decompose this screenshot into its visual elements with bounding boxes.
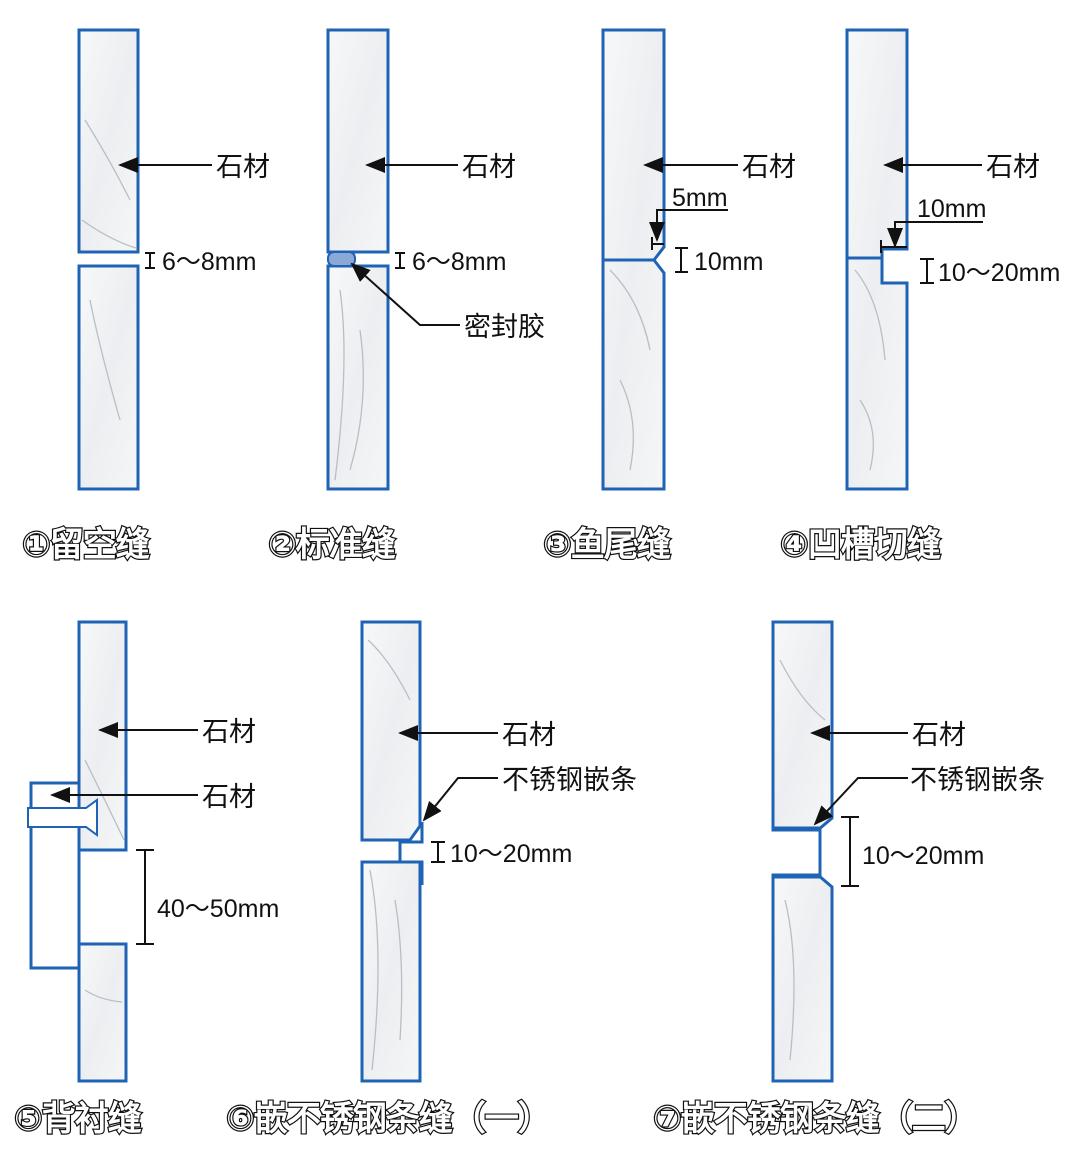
backing-stone-label: 石材: [202, 782, 256, 813]
stone-label: 石材: [912, 720, 966, 751]
stone-slab-top: [77, 28, 140, 254]
stone-label: 石材: [986, 152, 1040, 183]
sealant-label: 密封胶: [464, 312, 545, 343]
gap-dimension-marker: [145, 252, 155, 269]
stone-label: 石材: [502, 720, 556, 751]
stone-label: 石材: [462, 152, 516, 183]
depth-dimension: 10mm: [917, 195, 986, 223]
gap-dimension: 6～8mm: [162, 248, 256, 276]
title-steel-strip-joint-1: ⑥嵌不锈钢条缝（一）: [226, 1099, 551, 1139]
panel-standard-joint: 石材 6～8mm 密封胶 ②标准缝: [267, 28, 545, 566]
steel-strip-label: 不锈钢嵌条: [502, 765, 637, 796]
gap-dimension: 10～20mm: [450, 840, 572, 868]
gap-dimension: 40～50mm: [157, 895, 279, 923]
title-backing-joint: ⑤背衬缝: [14, 1099, 142, 1139]
panel-fishtail-joint: 石材 5mm 10mm ③鱼尾缝: [542, 28, 796, 566]
panel-backing-joint: 石材 石材 40～50mm ⑤背衬缝: [13, 620, 279, 1140]
gap-dimension: 6～8mm: [412, 248, 506, 276]
panel-groove-joint: 石材 10mm 10～20mm ④凹槽切缝: [779, 28, 1060, 566]
panel-steel-strip-joint-2: 石材 不锈钢嵌条 10～20mm ⑦嵌不锈钢条缝（二）: [652, 620, 1045, 1140]
title-open-joint: ①留空缝: [22, 525, 150, 565]
stainless-steel-strip: [773, 826, 822, 879]
gap-dimension: 10～20mm: [862, 842, 984, 870]
stainless-steel-strip: [398, 822, 424, 885]
steel-strip-label: 不锈钢嵌条: [910, 765, 1045, 796]
gap-dimension: 10～20mm: [938, 259, 1060, 287]
stone-label: 石材: [202, 717, 256, 748]
panel-steel-strip-joint-1: 石材 不锈钢嵌条 10～20mm ⑥嵌不锈钢条缝（一）: [225, 620, 637, 1140]
title-fishtail-joint: ③鱼尾缝: [543, 525, 671, 565]
title-groove-joint: ④凹槽切缝: [780, 525, 941, 565]
panel-open-joint: 石材 6～8mm ①留空缝: [21, 28, 270, 566]
sealant-bead: [327, 251, 356, 267]
stone-label: 石材: [216, 152, 270, 183]
gap-dimension: 10mm: [694, 248, 763, 276]
depth-dimension: 5mm: [672, 184, 728, 212]
title-standard-joint: ②标准缝: [268, 525, 396, 565]
title-steel-strip-joint-2: ⑦嵌不锈钢条缝（二）: [653, 1099, 978, 1139]
stone-label: 石材: [742, 152, 796, 183]
anchor-bolt: [27, 798, 98, 837]
